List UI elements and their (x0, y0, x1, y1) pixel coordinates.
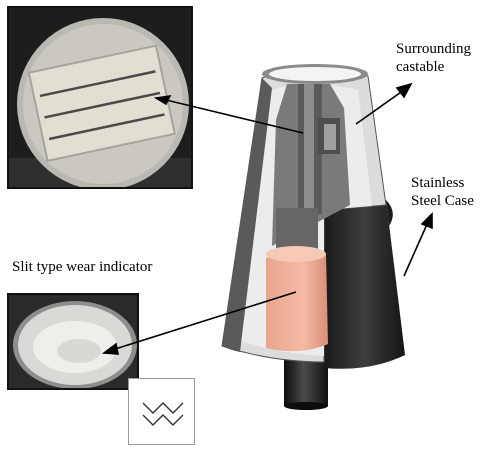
arrows (101, 82, 433, 355)
label-surrounding-castable: Surrounding castable (396, 40, 488, 76)
inset-zigzag-pattern (128, 378, 195, 445)
label-slit-type-wear-indicator: Slit type wear indicator (12, 258, 152, 276)
photo-slit-specimen (7, 6, 193, 189)
slit-indicator-core (272, 84, 350, 254)
specimen-photo-svg (9, 8, 191, 187)
castable-text: Surrounding castable (396, 41, 471, 75)
arrow-line-castable (355, 89, 405, 125)
slit-text: Slit type wear indicator (12, 259, 153, 275)
arrow-line-steel (403, 221, 429, 277)
photo-worn-indicator (7, 293, 139, 390)
arrow-line-photo-top (161, 98, 304, 134)
arrow-icon (153, 94, 172, 106)
arrow-icon (101, 342, 119, 355)
arrow-line-photo-bottom (111, 291, 297, 351)
label-stainless-steel-case: Stainless Steel Case (411, 174, 491, 210)
arrow-icon (420, 212, 433, 230)
wear-indicator-insert (266, 246, 328, 352)
steel-case (324, 200, 405, 369)
arrow-icon (395, 82, 413, 99)
steel-text: Stainless Steel Case (411, 175, 474, 209)
zigzag-svg (142, 402, 184, 426)
worn-photo-svg (9, 295, 137, 388)
